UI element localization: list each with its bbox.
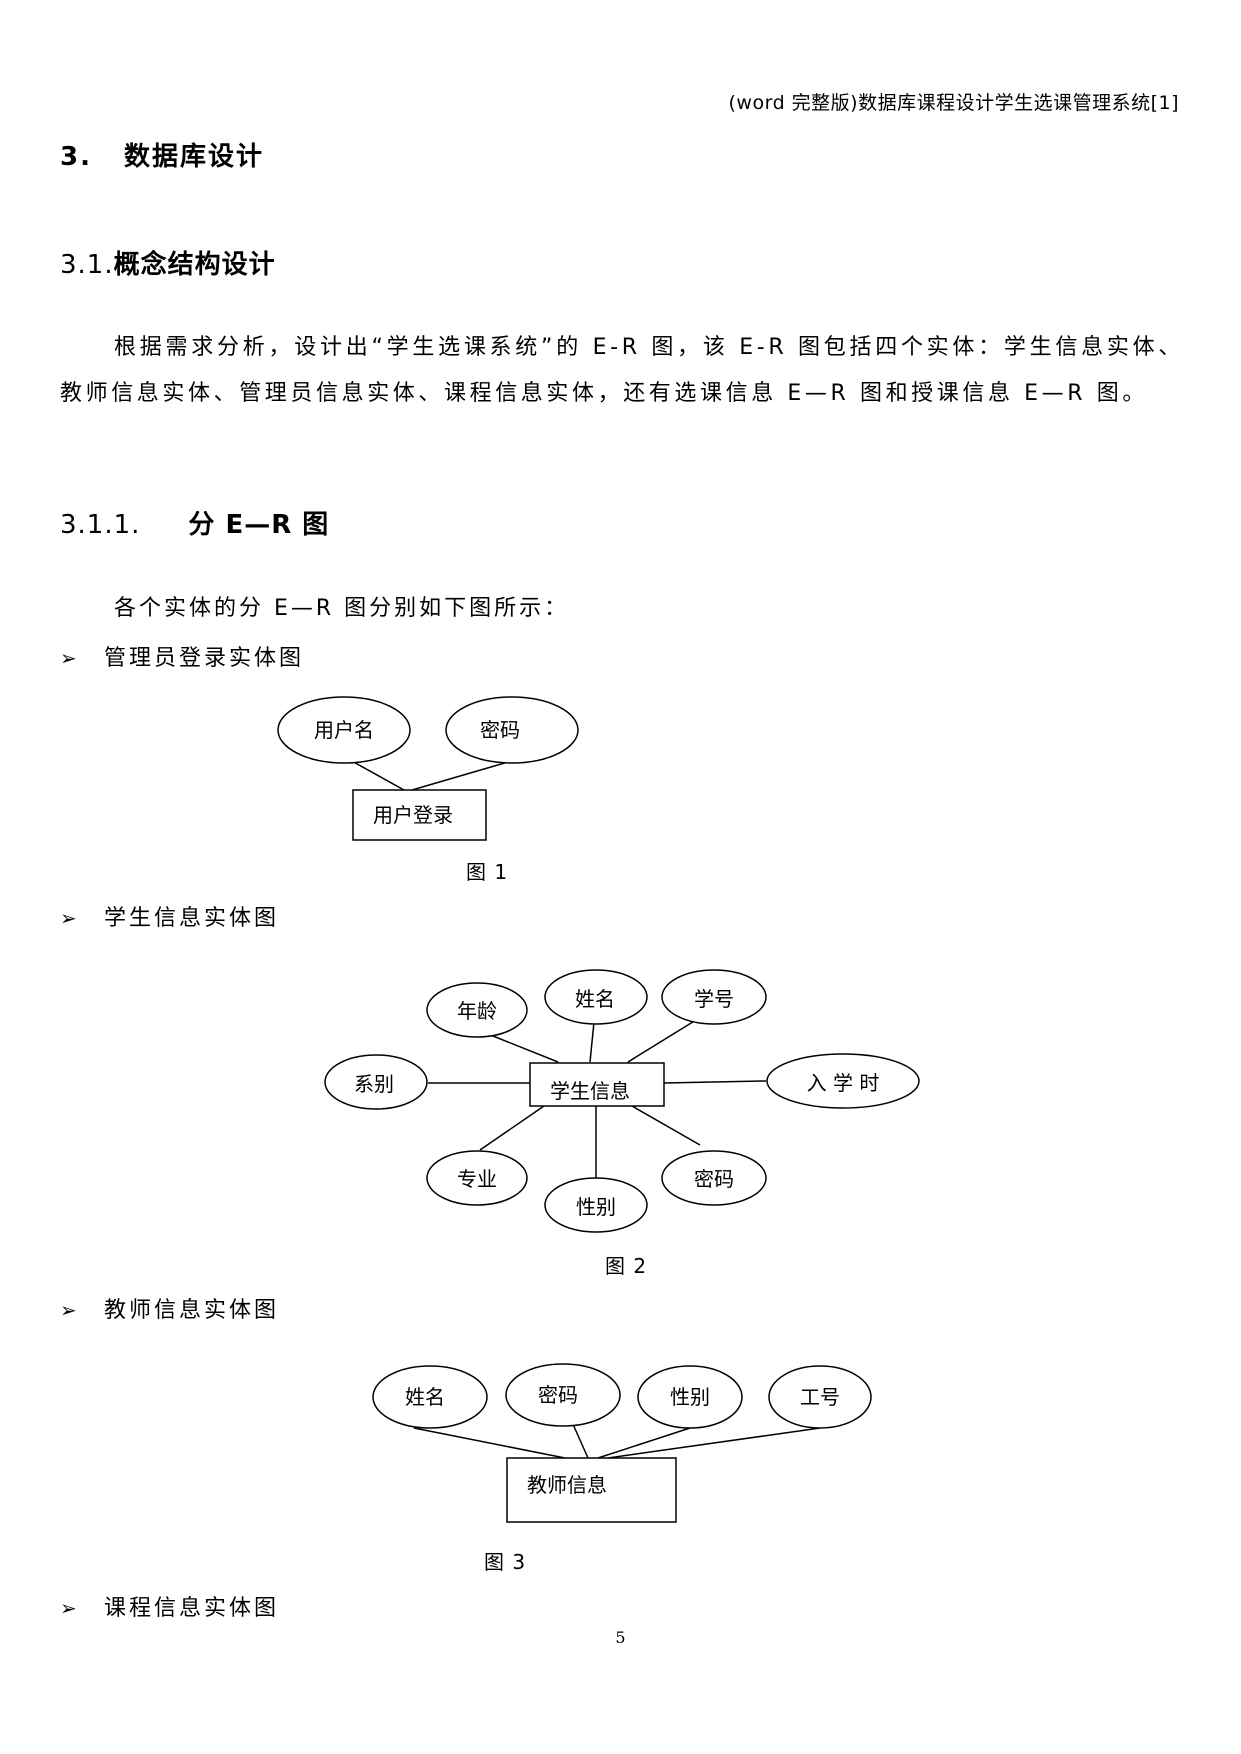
- section-title: 数据库设计: [123, 142, 264, 172]
- attribute-label: 工号: [800, 1385, 840, 1409]
- entity-label: 学生信息: [550, 1079, 630, 1103]
- attribute-label: 密码: [538, 1383, 578, 1407]
- attribute-ellipse: [544, 969, 648, 1025]
- section-title: 分 E—R 图: [188, 510, 330, 540]
- connector-line: [631, 1105, 701, 1146]
- connector-line: [597, 1427, 691, 1459]
- connector-line: [411, 761, 509, 791]
- connector-line: [627, 1019, 697, 1063]
- attribute-ellipse: [637, 1365, 743, 1429]
- attribute-ellipse: [277, 696, 411, 764]
- entity-label: 用户登录: [373, 803, 453, 827]
- arrow-bullet-icon: ➢: [60, 906, 80, 930]
- attribute-ellipse: [426, 982, 528, 1038]
- bullet-item: ➢ 学生信息实体图: [60, 900, 279, 932]
- bullet-item: ➢ 教师信息实体图: [60, 1292, 279, 1324]
- section-number: 3.1.1.: [60, 510, 141, 540]
- attribute-label: 入 学 时: [807, 1071, 880, 1095]
- running-header: (word 完整版)数据库课程设计学生选课管理系统[1]: [728, 92, 1179, 114]
- attribute-ellipse: [766, 1053, 920, 1109]
- section-number: 3.1.: [60, 250, 114, 280]
- connector-line: [477, 1029, 559, 1063]
- figure-caption: 图 1: [466, 860, 509, 884]
- attribute-label: 学号: [694, 987, 734, 1011]
- attribute-ellipse: [426, 1150, 528, 1206]
- attribute-ellipse: [505, 1363, 621, 1427]
- attribute-ellipse: [544, 1177, 648, 1233]
- attribute-label: 专业: [457, 1167, 497, 1191]
- attribute-ellipse: [372, 1365, 488, 1429]
- attribute-label: 性别: [670, 1385, 710, 1409]
- bullet-item: ➢ 管理员登录实体图: [60, 640, 304, 672]
- attribute-ellipse: [661, 1150, 767, 1206]
- attribute-label: 系别: [354, 1072, 394, 1096]
- bullet-label: 管理员登录实体图: [104, 646, 305, 671]
- section-title: 概念结构设计: [113, 250, 276, 280]
- section-3-heading: 3. 数据库设计: [60, 136, 264, 173]
- attribute-label: 密码: [694, 1167, 734, 1191]
- section-3-1-heading: 3.1.概念结构设计: [60, 244, 276, 281]
- bullet-item: ➢ 课程信息实体图: [60, 1590, 279, 1622]
- attribute-label: 性别: [576, 1195, 616, 1219]
- figure-caption: 图 3: [484, 1550, 527, 1574]
- attribute-label: 姓名: [405, 1385, 445, 1409]
- bullet-label: 教师信息实体图: [104, 1298, 280, 1323]
- figure-caption: 图 2: [605, 1254, 648, 1278]
- attribute-label: 密码: [480, 718, 520, 742]
- connector-line: [607, 1427, 821, 1459]
- entity-label: 教师信息: [527, 1473, 607, 1497]
- connector-line: [589, 1021, 595, 1063]
- entity-box: [506, 1457, 677, 1523]
- connector-line: [571, 1421, 589, 1459]
- attribute-label: 姓名: [575, 987, 615, 1011]
- attribute-ellipse: [661, 969, 767, 1025]
- attribute-label: 年龄: [457, 999, 497, 1023]
- connector-line: [663, 1080, 767, 1084]
- intro-text: 各个实体的分 E—R 图分别如下图所示：: [114, 596, 570, 621]
- connector-line: [349, 759, 405, 791]
- bullet-label: 课程信息实体图: [104, 1596, 280, 1621]
- body-paragraph: 根据需求分析，设计出“学生选课系统”的 E-R 图，该 E-R 图包括四个实体：…: [60, 335, 1184, 406]
- arrow-bullet-icon: ➢: [60, 1298, 80, 1322]
- attribute-label: 用户名: [314, 718, 374, 742]
- attribute-ellipse: [768, 1365, 872, 1429]
- attribute-ellipse: [324, 1054, 428, 1110]
- connector-line: [479, 1105, 545, 1151]
- page-number: 5: [615, 1628, 626, 1647]
- arrow-bullet-icon: ➢: [60, 1596, 80, 1620]
- attribute-ellipse: [445, 696, 579, 764]
- section-number: 3.: [60, 142, 92, 172]
- arrow-bullet-icon: ➢: [60, 646, 80, 670]
- bullet-label: 学生信息实体图: [104, 906, 280, 931]
- entity-box: [352, 789, 487, 841]
- connector-line: [413, 1427, 566, 1459]
- entity-box: [529, 1062, 665, 1107]
- section-3-1-1-heading: 3.1.1. 分 E—R 图: [60, 504, 329, 541]
